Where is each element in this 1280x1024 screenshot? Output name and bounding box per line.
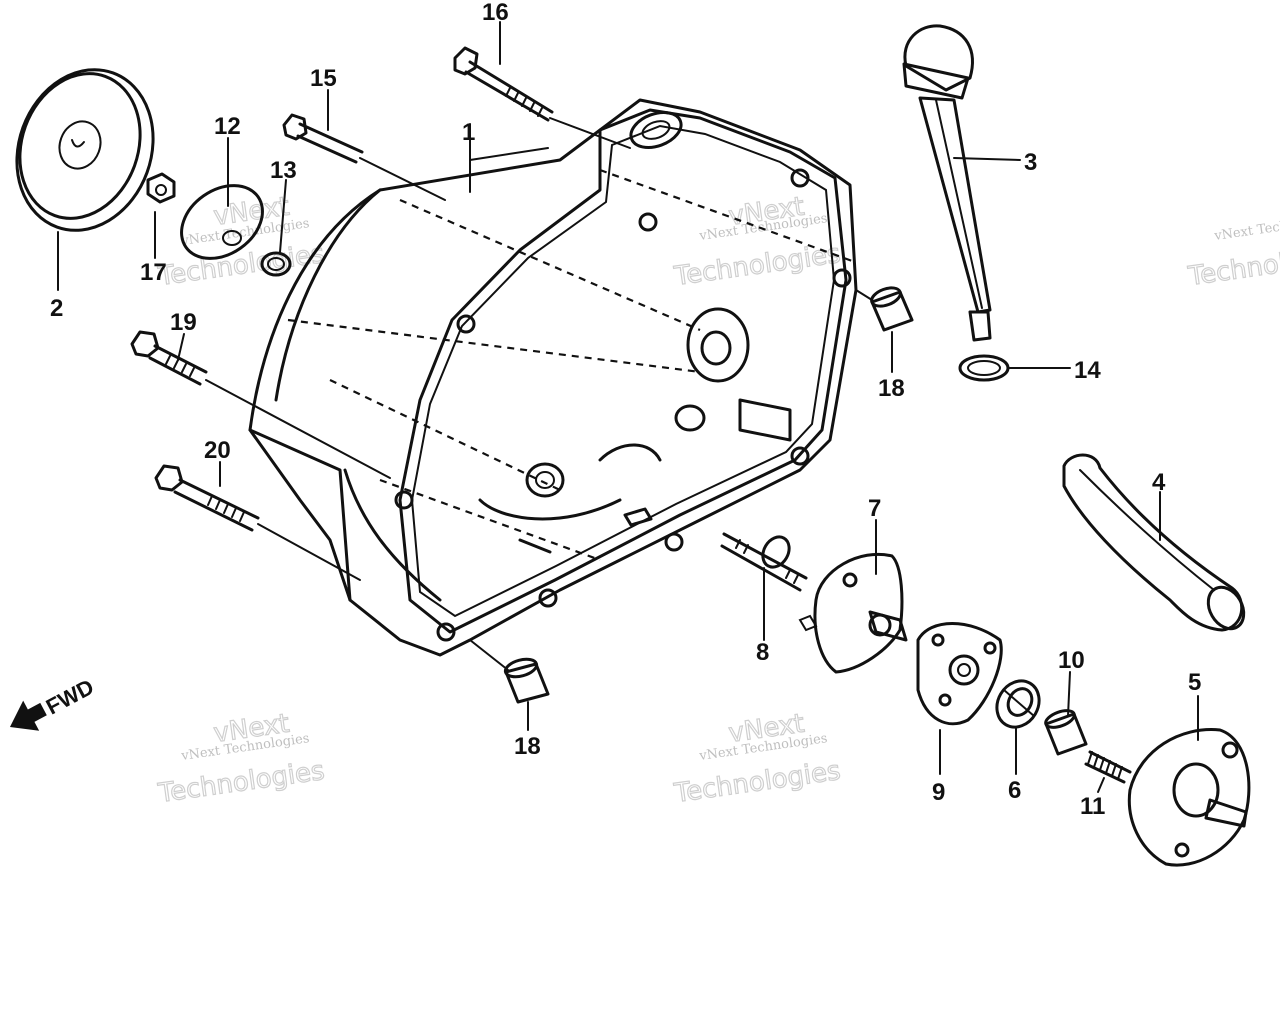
part-3-dipstick bbox=[902, 24, 992, 342]
part-1-crankcase-cover bbox=[248, 98, 858, 657]
callout-9: 9 bbox=[932, 779, 945, 806]
part-4-lever-arm bbox=[1062, 453, 1246, 632]
watermark-small-5: vNext Technologies bbox=[1212, 211, 1280, 244]
part-12-plate bbox=[180, 184, 264, 260]
part-8-stud bbox=[720, 532, 808, 592]
callout-18-lower: 18 bbox=[514, 733, 541, 760]
callout-4: 4 bbox=[1152, 469, 1166, 496]
callout-16: 16 bbox=[482, 0, 509, 26]
leader-lines bbox=[57, 21, 1199, 793]
part-5-pump-cover bbox=[1127, 728, 1251, 867]
callout-14: 14 bbox=[1074, 357, 1101, 384]
callout-18-upper: 18 bbox=[878, 375, 905, 402]
bolt-16 bbox=[453, 46, 554, 122]
callout-12: 12 bbox=[214, 113, 241, 140]
part-18-dowel-upper bbox=[855, 286, 914, 332]
callout-6: 6 bbox=[1008, 777, 1021, 804]
callout-7: 7 bbox=[868, 495, 881, 522]
callout-19: 19 bbox=[170, 309, 197, 336]
callout-11: 11 bbox=[1080, 793, 1105, 820]
bolt-20 bbox=[154, 464, 260, 532]
bolt-guide-lines bbox=[205, 117, 631, 581]
callout-2: 2 bbox=[50, 295, 63, 322]
part-18-dowel-lower bbox=[469, 639, 550, 704]
part-13-o-ring bbox=[260, 251, 292, 277]
part-11-spring bbox=[1084, 750, 1132, 784]
part-7-pump-body bbox=[798, 552, 908, 674]
fwd-label: FWD bbox=[42, 674, 98, 720]
callout-5: 5 bbox=[1188, 669, 1201, 696]
bolt-19 bbox=[130, 330, 208, 386]
part-6-seal bbox=[995, 679, 1041, 729]
part-10-bush bbox=[1044, 709, 1088, 756]
bolt-15 bbox=[282, 113, 364, 164]
watermark-big-5: Technologies bbox=[1186, 239, 1280, 292]
callout-8: 8 bbox=[756, 639, 769, 666]
callout-3: 3 bbox=[1024, 149, 1037, 176]
watermark-big-4: Technologies bbox=[672, 756, 843, 809]
part-2-cover-cap bbox=[15, 68, 155, 232]
callout-10: 10 bbox=[1058, 647, 1085, 674]
watermark-big-3: Technologies bbox=[156, 756, 327, 809]
part-9-gasket bbox=[916, 622, 1003, 726]
callout-20: 20 bbox=[204, 437, 231, 464]
part-14-o-ring bbox=[958, 354, 1010, 382]
callout-17: 17 bbox=[140, 259, 167, 286]
part-17-nut bbox=[146, 172, 176, 204]
fwd-arrow: FWD bbox=[9, 674, 98, 731]
callout-15: 15 bbox=[310, 65, 337, 92]
callout-labels: 1 2 3 4 5 6 7 8 9 10 11 12 13 14 15 16 1… bbox=[50, 0, 1201, 820]
watermark-big-2: Technologies bbox=[672, 239, 843, 292]
callout-1: 1 bbox=[462, 119, 475, 146]
callout-13: 13 bbox=[270, 157, 297, 184]
